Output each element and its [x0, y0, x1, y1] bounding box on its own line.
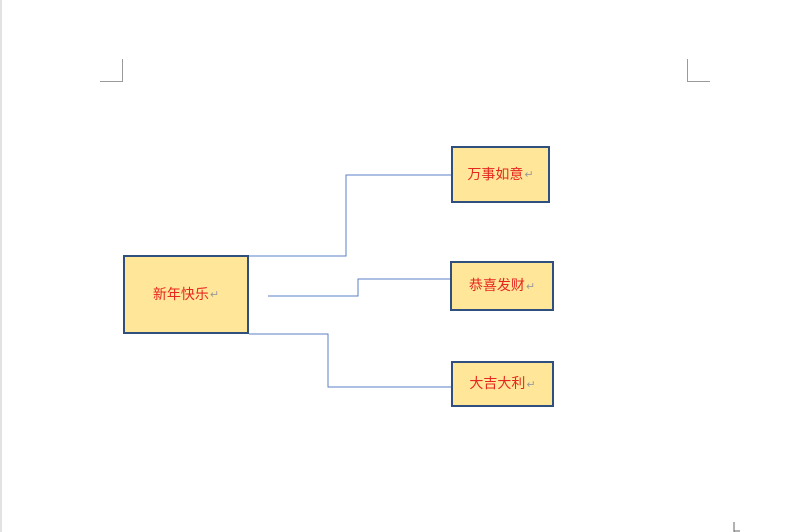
paragraph-mark-icon: ↵: [524, 168, 534, 181]
child-node-box-3[interactable]: 大吉大利↵: [451, 361, 554, 407]
margin-corner-top-right: [687, 59, 710, 82]
connector-root-to-child-2: [268, 278, 451, 297]
child-node-box-2[interactable]: 恭喜发财↵: [450, 261, 554, 311]
text-cursor-icon: [733, 522, 740, 532]
paragraph-mark-icon: ↵: [209, 288, 220, 301]
paragraph-mark-icon: ↵: [526, 377, 536, 391]
page-left-edge: [0, 0, 2, 532]
connector-root-to-child-3: [249, 333, 452, 388]
child-node-label-2: 恭喜发财: [468, 278, 525, 294]
child-node-label-1: 万事如意: [467, 166, 524, 183]
child-node-label-3: 大吉大利: [469, 376, 526, 392]
root-node-box[interactable]: 新年快乐↵: [123, 255, 249, 334]
child-node-box-1[interactable]: 万事如意↵: [451, 146, 550, 203]
paragraph-mark-icon: ↵: [525, 279, 536, 293]
root-node-label: 新年快乐: [152, 286, 209, 303]
margin-corner-top-left: [100, 59, 123, 82]
connector-root-to-child-1: [249, 174, 452, 257]
